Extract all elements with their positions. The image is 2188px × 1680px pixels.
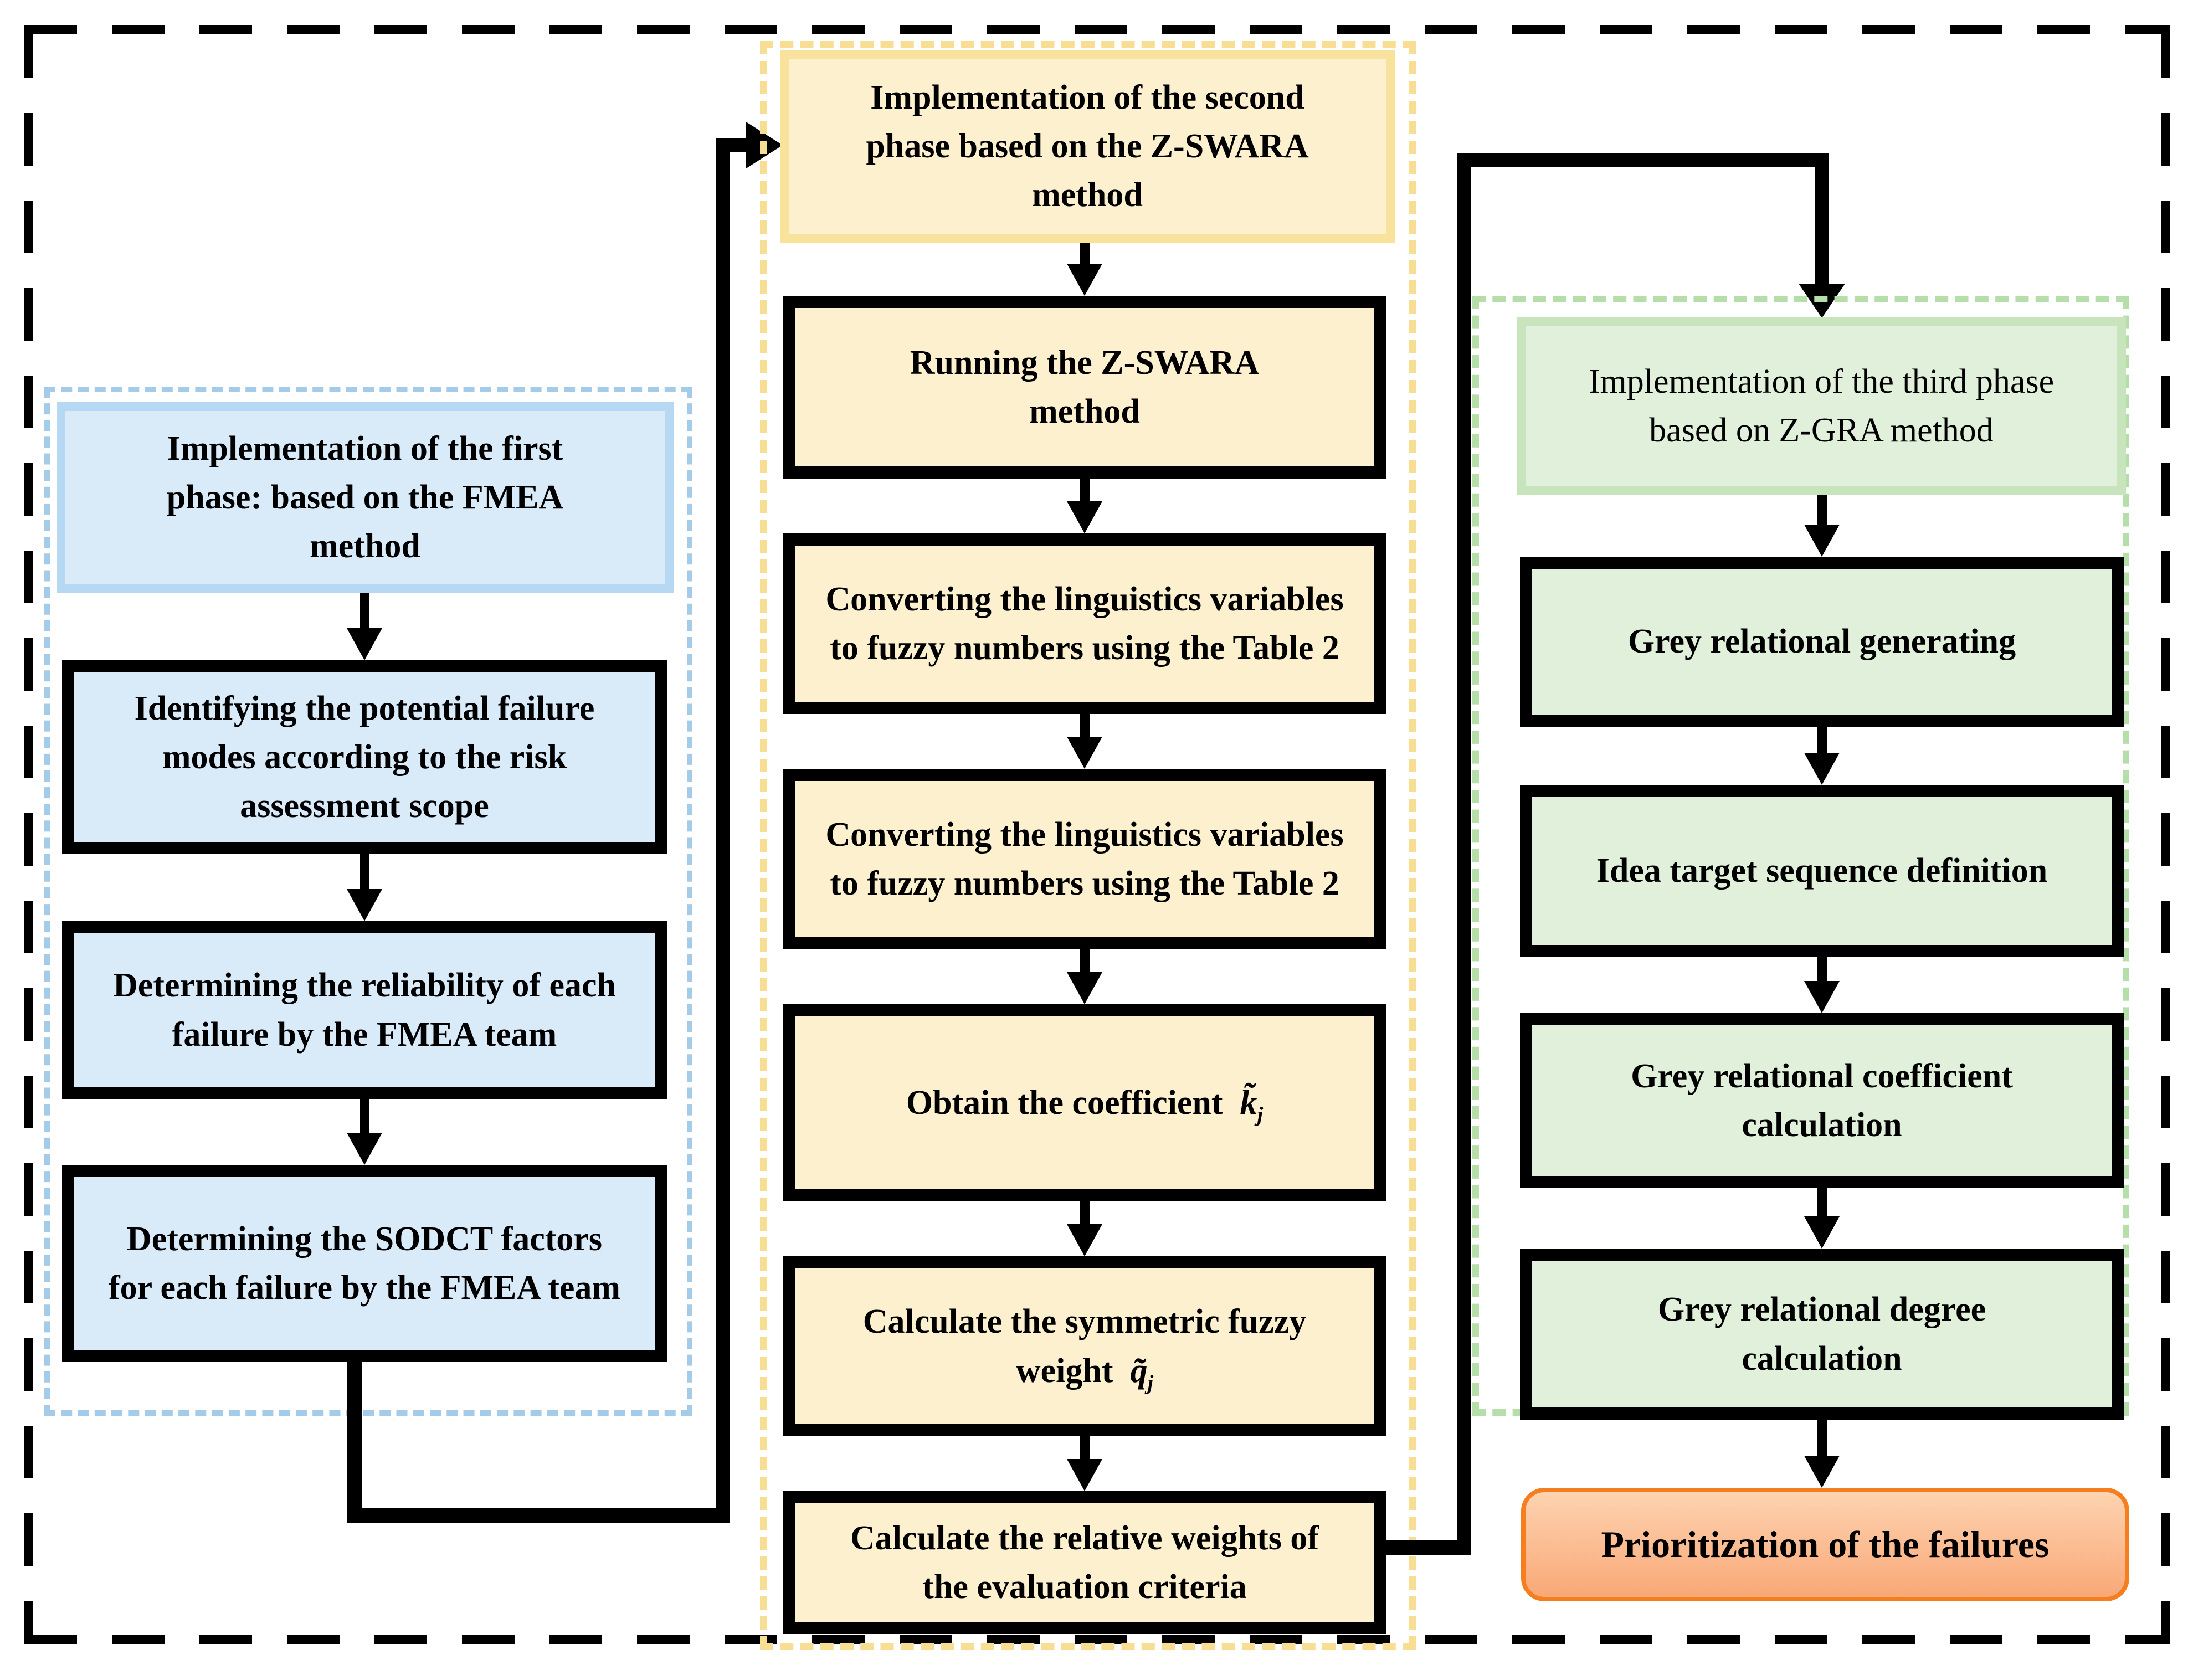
phase1-arrow-2: [347, 854, 382, 921]
phase2-box-2: Converting the linguistics variables to …: [783, 533, 1386, 714]
arrow-down-icon: [1067, 1224, 1102, 1256]
arrow-stem: [1080, 714, 1090, 737]
phase3-arrow-3: [1804, 957, 1840, 1013]
phase1-box-3: Determining the SODCT factors for each f…: [62, 1165, 667, 1362]
arrow-stem: [1080, 243, 1090, 264]
phase3-box-1: Grey relational generating: [1520, 557, 2124, 727]
connector-p1-p2-top: [716, 138, 747, 152]
arrow-stem: [1080, 1436, 1090, 1459]
phase1-arrow-3: [347, 1099, 382, 1165]
phase1-box-2: Determining the reliability of each fail…: [62, 921, 667, 1099]
phase2-box-5-label: Calculate the symmetric fuzzy weight q̃j: [862, 1303, 1307, 1394]
arrow-stem: [359, 593, 369, 628]
arrow-down-icon: [347, 1133, 382, 1165]
phase2-header-label: Implementation of the second phase based…: [866, 78, 1309, 214]
phase2-box-6-label: Calculate the relative weights of the ev…: [850, 1519, 1319, 1606]
connector-p1-p2-riser: [716, 138, 730, 1523]
phase2-container: [760, 41, 1416, 1650]
arrow-stem: [1817, 1188, 1827, 1216]
connector-p2-p3-top: [1457, 153, 1829, 167]
arrow-down-icon: [1067, 264, 1102, 296]
math-k-tilde-j: k̃j: [1240, 1083, 1264, 1127]
phase3-box-3-label: Grey relational coefficient calculation: [1631, 1057, 2013, 1144]
phase1-header: Implementation of the first phase: based…: [57, 402, 674, 593]
phase2-header: Implementation of the second phase based…: [780, 50, 1395, 243]
phase2-box-5: Calculate the symmetric fuzzy weight q̃j: [783, 1256, 1386, 1436]
arrow-stem: [1080, 1201, 1090, 1224]
outer-border-left: [24, 25, 33, 1644]
arrow-down-icon: [1804, 1216, 1840, 1249]
arrow-down-icon: [1804, 753, 1840, 785]
math-q-tilde-j: q̃j: [1130, 1352, 1154, 1394]
arrow-down-icon: [1067, 1459, 1102, 1491]
phase2-box-2-label: Converting the linguistics variables to …: [825, 580, 1344, 667]
phase3-box-2-label: Idea target sequence definition: [1596, 852, 2048, 890]
arrow-down-icon: [1804, 981, 1840, 1013]
phase1-box-1: Identifying the potential failure modes …: [62, 660, 667, 854]
arrow-down-icon: [347, 628, 382, 660]
phase3-box-3: Grey relational coefficient calculation: [1520, 1013, 2124, 1188]
phase3-box-4: Grey relational degree calculation: [1520, 1249, 2124, 1420]
phase2-box-4-label: Obtain the coefficient k̃j: [906, 1083, 1264, 1127]
arrow-stem: [1817, 727, 1827, 753]
phase3-box-2: Idea target sequence definition: [1520, 785, 2124, 957]
phase2-box-3: Converting the linguistics variables to …: [783, 769, 1386, 949]
arrow-down-icon: [1067, 737, 1102, 769]
result-label: Prioritization of the failures: [1601, 1523, 2050, 1566]
connector-p1-p2-across: [347, 1508, 730, 1523]
arrow-down-icon: [1804, 1456, 1840, 1488]
phase3-arrow-2: [1804, 727, 1840, 785]
phase1-header-label: Implementation of the first phase: based…: [166, 429, 564, 566]
phase3-arrow-1: [1804, 495, 1840, 557]
phase1-box-2-label: Determining the reliability of each fail…: [112, 967, 617, 1054]
phase2-box-1-label: Running the Z-SWARA method: [910, 343, 1260, 430]
phase3-header-label: Implementation of the third phase based …: [1588, 362, 2055, 449]
phase1-arrow-1: [347, 593, 382, 660]
phase2-arrow-4: [1067, 949, 1102, 1004]
connector-p1-p2-down: [347, 1362, 362, 1523]
connector-p2-p3-riser: [1457, 153, 1471, 1555]
arrow-stem: [359, 1099, 369, 1133]
arrow-stem: [1817, 957, 1827, 981]
phase2-arrow-5: [1067, 1201, 1102, 1256]
arrow-down-icon: [1804, 525, 1840, 557]
phase3-arrow-5: [1804, 1420, 1840, 1488]
phase2-arrow-2: [1067, 479, 1102, 533]
connector-p2-p3-drop: [1815, 153, 1829, 285]
arrow-down-icon: [1067, 501, 1102, 533]
phase3-box-4-label: Grey relational degree calculation: [1657, 1291, 1986, 1378]
arrow-stem: [1080, 949, 1090, 972]
phase2-box-6: Calculate the relative weights of the ev…: [783, 1491, 1386, 1634]
arrow-stem: [359, 854, 369, 889]
phase3-box-1-label: Grey relational generating: [1627, 623, 2016, 661]
result-box: Prioritization of the failures: [1521, 1488, 2129, 1601]
phase1-box-3-label: Determining the SODCT factors for each f…: [108, 1220, 621, 1307]
phase2-arrow-3: [1067, 714, 1102, 769]
phase2-arrow-6: [1067, 1436, 1102, 1491]
outer-border-bottom: [24, 1635, 2170, 1644]
outer-border-right: [2161, 25, 2170, 1644]
phase2-box-1: Running the Z-SWARA method: [783, 296, 1386, 479]
phase1-box-1-label: Identifying the potential failure modes …: [134, 689, 595, 825]
arrow-down-icon: [1067, 972, 1102, 1004]
phase2-arrow-1: [1067, 243, 1102, 296]
phase1-container: [44, 387, 692, 1416]
arrow-stem: [1080, 479, 1090, 501]
outer-border-top: [24, 25, 2170, 34]
phase3-header: Implementation of the third phase based …: [1517, 317, 2126, 495]
phase3-arrow-4: [1804, 1188, 1840, 1249]
phase2-box-4: Obtain the coefficient k̃j: [783, 1004, 1386, 1201]
arrow-down-icon: [347, 889, 382, 921]
phase2-box-3-label: Converting the linguistics variables to …: [825, 815, 1344, 902]
arrow-stem: [1817, 495, 1827, 525]
arrow-stem: [1817, 1420, 1827, 1456]
